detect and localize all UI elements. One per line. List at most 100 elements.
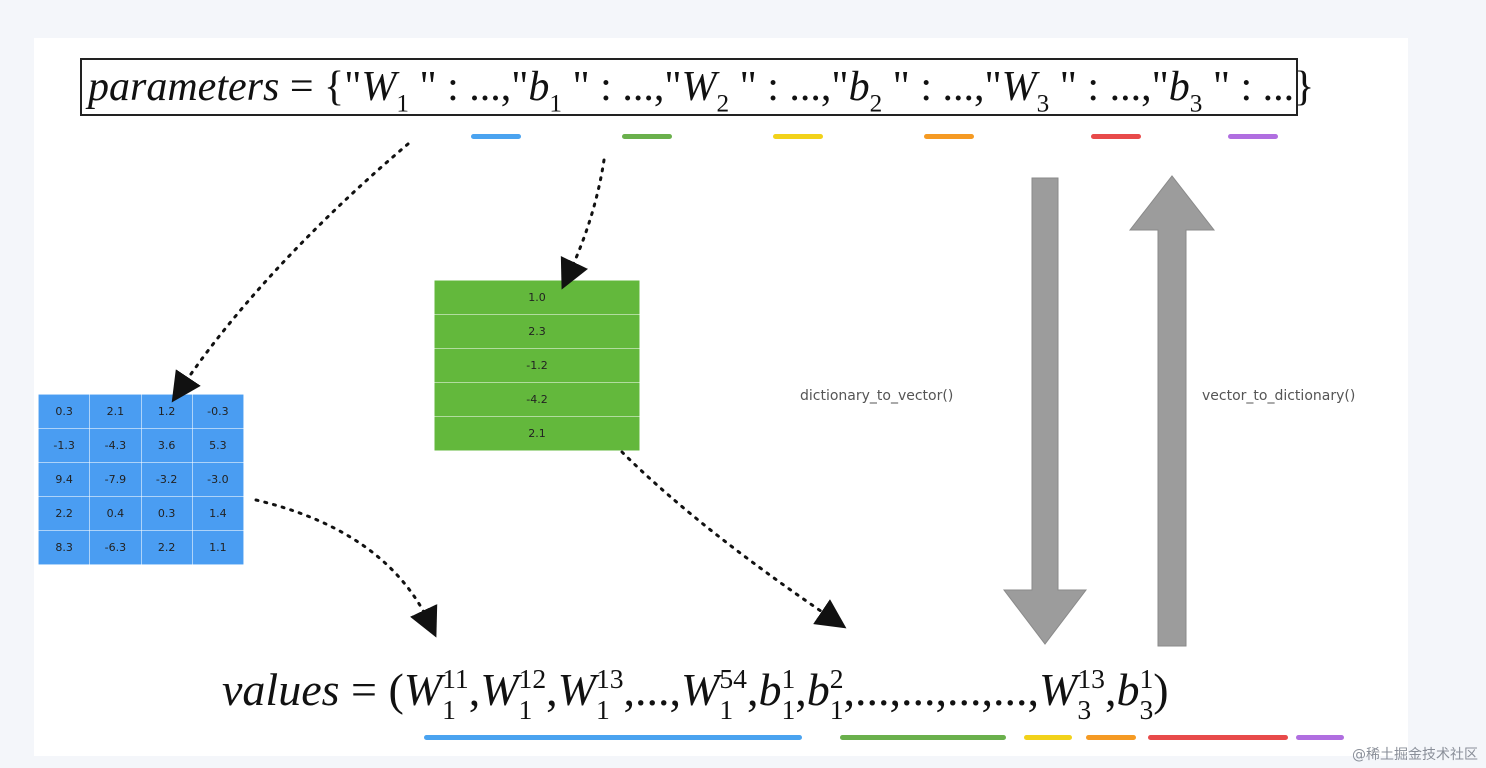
quote: ": [511, 64, 529, 110]
key-subscript: 2: [716, 90, 730, 118]
comma: ,: [1141, 64, 1152, 110]
term-base: b: [806, 664, 830, 715]
term-base: W: [403, 664, 443, 715]
equals-sign: = (: [339, 664, 404, 715]
comma: ,: [546, 664, 558, 715]
comma: ,: [1027, 664, 1040, 715]
values-underline: [424, 735, 802, 740]
term-base: W: [480, 664, 519, 715]
quote: " :: [882, 64, 943, 110]
quote: " :: [729, 64, 790, 110]
dictionary-to-vector-label: dictionary_to_vector(): [800, 388, 954, 404]
key-underline: [622, 134, 672, 139]
matrix-cell: 2.2: [140, 530, 193, 565]
comma: ,: [843, 664, 856, 715]
term-superscript: 54: [719, 662, 747, 694]
parameters-formula: parameters = {"W1 " : ...,"b1 " : ...,"W…: [88, 58, 1314, 133]
vector-cell: -1.2: [434, 348, 640, 383]
key-underline: [1091, 134, 1141, 139]
values-underline: [1024, 735, 1072, 740]
key-underline: [471, 134, 521, 139]
vector-row: 2.3: [434, 314, 640, 349]
vector-cell: -4.2: [434, 382, 640, 417]
term-subscript: 1: [829, 694, 844, 726]
quote: " :: [1049, 64, 1110, 110]
matrix-cell: 8.3: [37, 530, 91, 565]
key-subscript: 3: [1189, 90, 1203, 118]
equals-sign: = {: [279, 64, 345, 110]
key-value: ...: [942, 64, 975, 110]
quote: ": [664, 64, 682, 110]
key-base: W: [1001, 64, 1037, 110]
matrix-row: 9.4-7.9-3.2-3.0: [37, 462, 245, 497]
key-value: ...: [469, 64, 501, 110]
comma: ,: [669, 664, 682, 715]
down-arrow-dictionary-to-vector: [1002, 177, 1088, 645]
quote: ": [1151, 64, 1169, 110]
values-lhs: values: [222, 664, 340, 715]
ellipsis: ...: [993, 664, 1028, 715]
key-subscript: 1: [549, 90, 563, 118]
term-superscript: 11: [442, 662, 469, 694]
comma: ,: [623, 664, 636, 715]
term-base: b: [758, 664, 782, 715]
term-superscript: 13: [1077, 662, 1105, 694]
values-underline: [840, 735, 1006, 740]
ellipsis: ...: [947, 664, 982, 715]
closing-brace: }: [1294, 64, 1315, 110]
vector-cell: 2.1: [434, 416, 640, 451]
key-underline: [924, 134, 974, 139]
comma: ,: [889, 664, 902, 715]
term-subscript: 1: [781, 694, 796, 726]
term-subscript: 1: [719, 694, 734, 726]
vector-row: 2.1: [434, 416, 640, 451]
term-subscript: 1: [595, 694, 610, 726]
key-value: ...: [1262, 64, 1295, 110]
vector-to-dictionary-label: vector_to_dictionary(): [1202, 388, 1356, 404]
key-value: ...: [1109, 64, 1142, 110]
matrix-cell: 3.6: [140, 428, 193, 463]
key-base: b: [528, 64, 550, 110]
up-arrow-vector-to-dictionary: [1128, 175, 1216, 647]
comma: ,: [500, 64, 512, 110]
term-base: W: [681, 664, 720, 715]
values-underline: [1148, 735, 1288, 740]
key-underline: [1228, 134, 1278, 139]
key-subscript: 3: [1036, 90, 1050, 118]
term-subscript: 3: [1077, 694, 1092, 726]
ellipsis: ...: [855, 664, 890, 715]
quote: ": [344, 64, 362, 110]
comma: ,: [820, 64, 832, 110]
ellipsis: ...: [635, 664, 670, 715]
key-base: W: [361, 64, 397, 110]
comma: ,: [1104, 664, 1117, 715]
key-base: b: [848, 64, 870, 110]
values-underline: [1296, 735, 1344, 740]
comma: ,: [974, 64, 985, 110]
quote: " :: [562, 64, 623, 110]
dotted-arrow-matrix-to-values: [254, 498, 438, 638]
term-subscript: 3: [1139, 694, 1154, 726]
term-superscript: 2: [829, 662, 844, 694]
comma: ,: [653, 64, 665, 110]
matrix-cell: 1.1: [191, 530, 245, 565]
term-superscript: 13: [595, 662, 624, 694]
values-underline: [1086, 735, 1136, 740]
term-base: W: [557, 664, 596, 715]
matrix-cell: -1.3: [37, 428, 91, 463]
matrix-cell: 0.4: [89, 496, 142, 531]
dotted-arrow-b1-to-vector: [560, 158, 606, 290]
comma: ,: [746, 664, 759, 715]
key-value: ...: [789, 64, 821, 110]
key-base: W: [681, 64, 717, 110]
